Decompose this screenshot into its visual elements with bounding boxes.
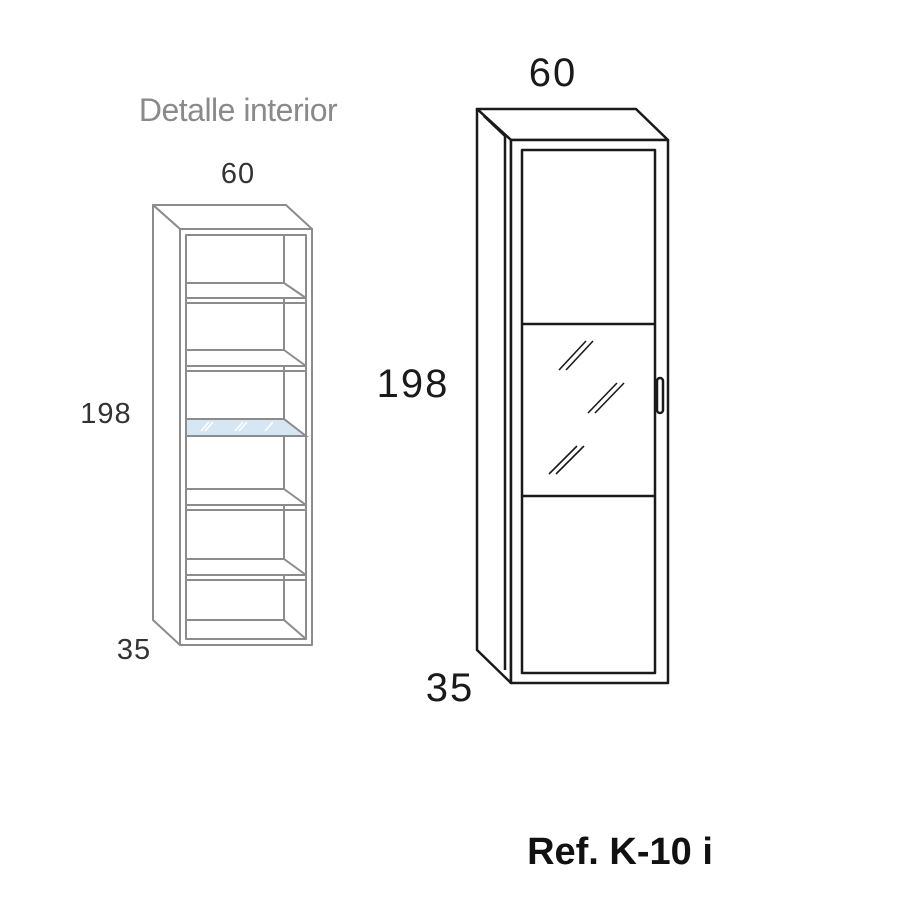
interior-left-side-panel <box>152 204 181 646</box>
interior-title: Detalle interior <box>139 92 338 128</box>
exterior-door <box>520 148 657 675</box>
shelf-2 <box>185 349 307 367</box>
interior-cabinet-drawing <box>152 204 313 646</box>
shelf-4 <box>185 488 307 506</box>
door-handle <box>655 376 665 415</box>
exterior-cabinet-drawing <box>475 107 670 685</box>
interior-height-label: 198 <box>80 398 131 430</box>
glass-reflection-marks <box>548 340 625 475</box>
interior-detail: Detalle interior 60 198 35 <box>80 92 338 666</box>
shelf-5 <box>185 558 307 576</box>
exterior-width-label: 60 <box>529 51 578 95</box>
interior-depth-label: 35 <box>117 634 151 666</box>
shelf-1 <box>185 282 307 299</box>
reference-label: Ref. K-10 i <box>527 831 713 873</box>
exterior-depth-label: 35 <box>426 666 475 710</box>
exterior-height-label: 198 <box>377 362 450 406</box>
interior-width-label: 60 <box>221 158 255 190</box>
interior-shelves <box>185 282 309 640</box>
interior-bottom <box>185 619 307 640</box>
exterior-view: 60 198 35 <box>377 51 670 710</box>
